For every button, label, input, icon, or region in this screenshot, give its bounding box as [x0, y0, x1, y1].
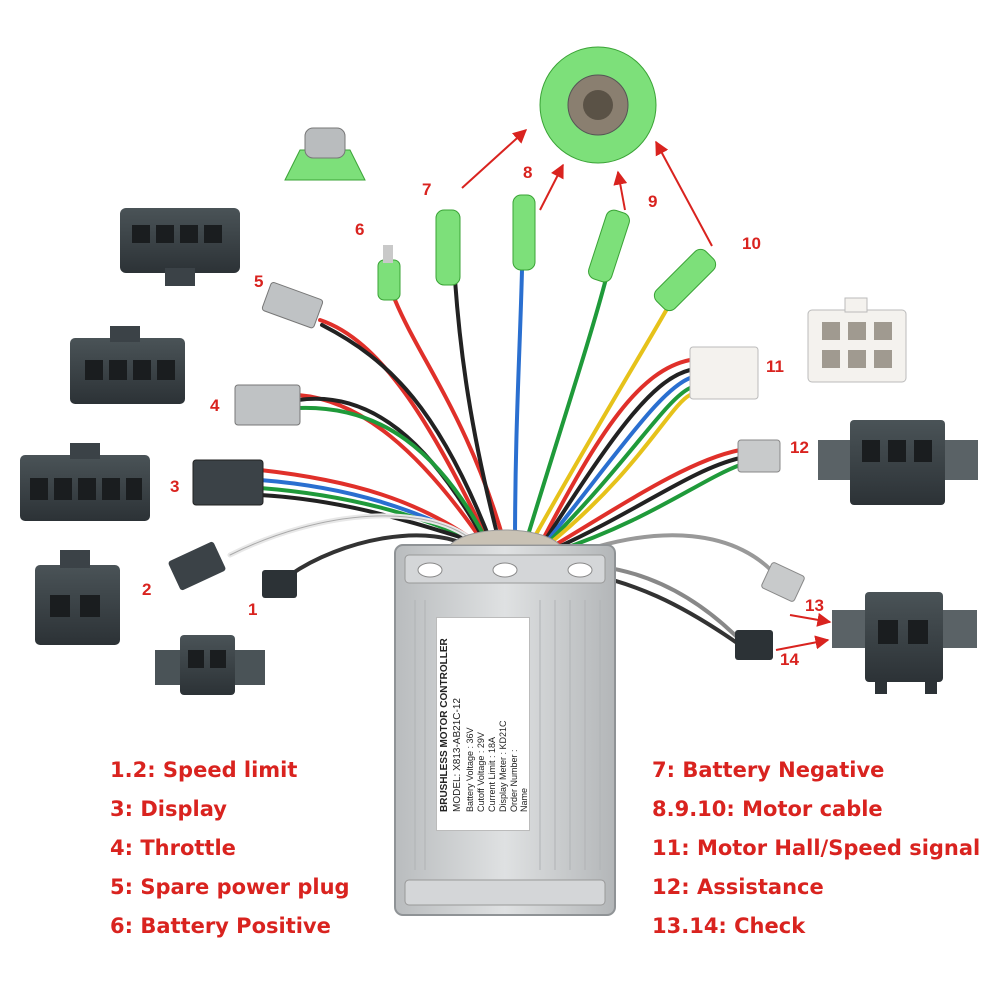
- controller-label-line: Current Limit : 18A: [487, 736, 497, 812]
- wire-2-grey: [229, 515, 479, 556]
- controller-label-line: Display Meter : KD21C: [498, 720, 508, 812]
- legend-key: 5:: [110, 875, 134, 899]
- wire-9-green: [523, 273, 609, 547]
- callout-8: 8: [523, 163, 533, 182]
- wire-7-black: [453, 278, 502, 547]
- callout-7: 7: [422, 180, 432, 199]
- legend-text: Spare power plug: [140, 875, 350, 899]
- controller-label-line: Name: [519, 787, 529, 812]
- legend-item: 3: Display: [110, 797, 227, 821]
- legend-text: Battery Positive: [140, 914, 331, 938]
- wire-4-green: [296, 405, 491, 547]
- wire-12-black: [550, 456, 742, 552]
- connector-housing-assistance: [818, 420, 978, 505]
- connector-housing-hall-6pin: [807, 297, 907, 383]
- callout-12: 12: [790, 438, 809, 457]
- wire-12-green: [552, 463, 742, 554]
- callout-5: 5: [254, 272, 264, 291]
- terminal-10: [653, 248, 717, 312]
- legend-item: 13.14: Check: [652, 914, 805, 938]
- wire-12-red: [548, 448, 742, 550]
- legend-key: 3:: [110, 797, 134, 821]
- legend-key: 8.9.10:: [652, 797, 735, 821]
- wire-11-blue: [542, 376, 692, 547]
- wire-bundle: [227, 268, 782, 647]
- terminal-8: [512, 194, 536, 271]
- bullet-connector-male: [284, 127, 366, 181]
- connector-housing-throttle: [70, 326, 185, 404]
- callout-1: 1: [248, 600, 258, 619]
- connector-housing-2pin: [35, 550, 120, 645]
- legend-text: Check: [734, 914, 806, 938]
- wire-8-blue: [513, 268, 524, 547]
- legend-text: Display: [140, 797, 227, 821]
- controller-label-line: Order Number :: [509, 749, 519, 812]
- controller-label: [436, 617, 530, 831]
- legend-key: 1.2:: [110, 758, 156, 782]
- plug-5: [261, 282, 324, 329]
- terminal-7: [435, 209, 461, 286]
- callout-13: 13: [805, 596, 824, 615]
- wire-10-yellow: [528, 298, 674, 547]
- terminal-6: [377, 245, 401, 301]
- callout-14: 14: [780, 650, 799, 669]
- callout-9: 9: [648, 192, 658, 211]
- wire-11-green: [544, 386, 692, 547]
- legend-item: 7: Battery Negative: [652, 758, 884, 782]
- callout-11: 11: [766, 357, 784, 376]
- controller-label-model: MODEL: X813-AB21C-12: [452, 698, 463, 812]
- legend-key: 11:: [652, 836, 690, 860]
- callout-2: 2: [142, 580, 152, 599]
- plug-1: [262, 570, 297, 598]
- plug-2: [168, 541, 226, 591]
- legend-text: Throttle: [140, 836, 236, 860]
- legend-key: 12:: [652, 875, 690, 899]
- plug-4: [234, 384, 301, 426]
- legend-item: 6: Battery Positive: [110, 914, 331, 938]
- connector-housing-check: [832, 592, 977, 694]
- connector-housing-2pin-bottom: [155, 635, 265, 695]
- wire-11-black: [540, 368, 692, 547]
- legend-key: 7:: [652, 758, 676, 782]
- callout-6: 6: [355, 220, 365, 239]
- legend-item: 4: Throttle: [110, 836, 236, 860]
- legend-item: 5: Spare power plug: [110, 875, 350, 899]
- legend-key: 6:: [110, 914, 134, 938]
- terminal-9: [588, 209, 630, 283]
- legend-item: 8.9.10: Motor cable: [652, 797, 883, 821]
- legend-text: Assistance: [696, 875, 824, 899]
- legend-item: 1.2: Speed limit: [110, 758, 297, 782]
- legend-key: 13.14:: [652, 914, 727, 938]
- legend-text: Motor cable: [742, 797, 883, 821]
- legend-item: 12: Assistance: [652, 875, 824, 899]
- controller-label-line: Cutoff Voltage : 29V: [476, 732, 486, 812]
- plug-14: [735, 630, 773, 660]
- bullet-connector-female: [539, 46, 657, 164]
- controller-label-line: Battery Voltage : 36V: [465, 727, 475, 812]
- wire-11-red: [538, 358, 692, 547]
- legend-key: 4:: [110, 836, 134, 860]
- plug-13: [761, 562, 805, 602]
- plug-11: [689, 346, 759, 400]
- callout-10: 10: [742, 234, 761, 253]
- callout-3: 3: [170, 477, 180, 496]
- legend-text: Motor Hall/Speed signal: [696, 836, 981, 860]
- wire-5-red: [318, 318, 492, 547]
- callout-4: 4: [210, 396, 220, 415]
- wire-11-yellow: [546, 393, 692, 547]
- legend-item: 11: Motor Hall/Speed signal: [652, 836, 980, 860]
- plug-12: [737, 439, 781, 473]
- wire-5-black: [320, 323, 494, 547]
- controller-label-title: BRUSHLESS MOTOR CONTROLLER: [439, 638, 450, 812]
- wire-4-black: [296, 396, 489, 547]
- connector-housing-display: [20, 443, 150, 521]
- plug-3: [192, 459, 264, 506]
- legend-text: Speed limit: [162, 758, 298, 782]
- legend-text: Battery Negative: [682, 758, 885, 782]
- connector-housing-3pin-top: [120, 208, 240, 286]
